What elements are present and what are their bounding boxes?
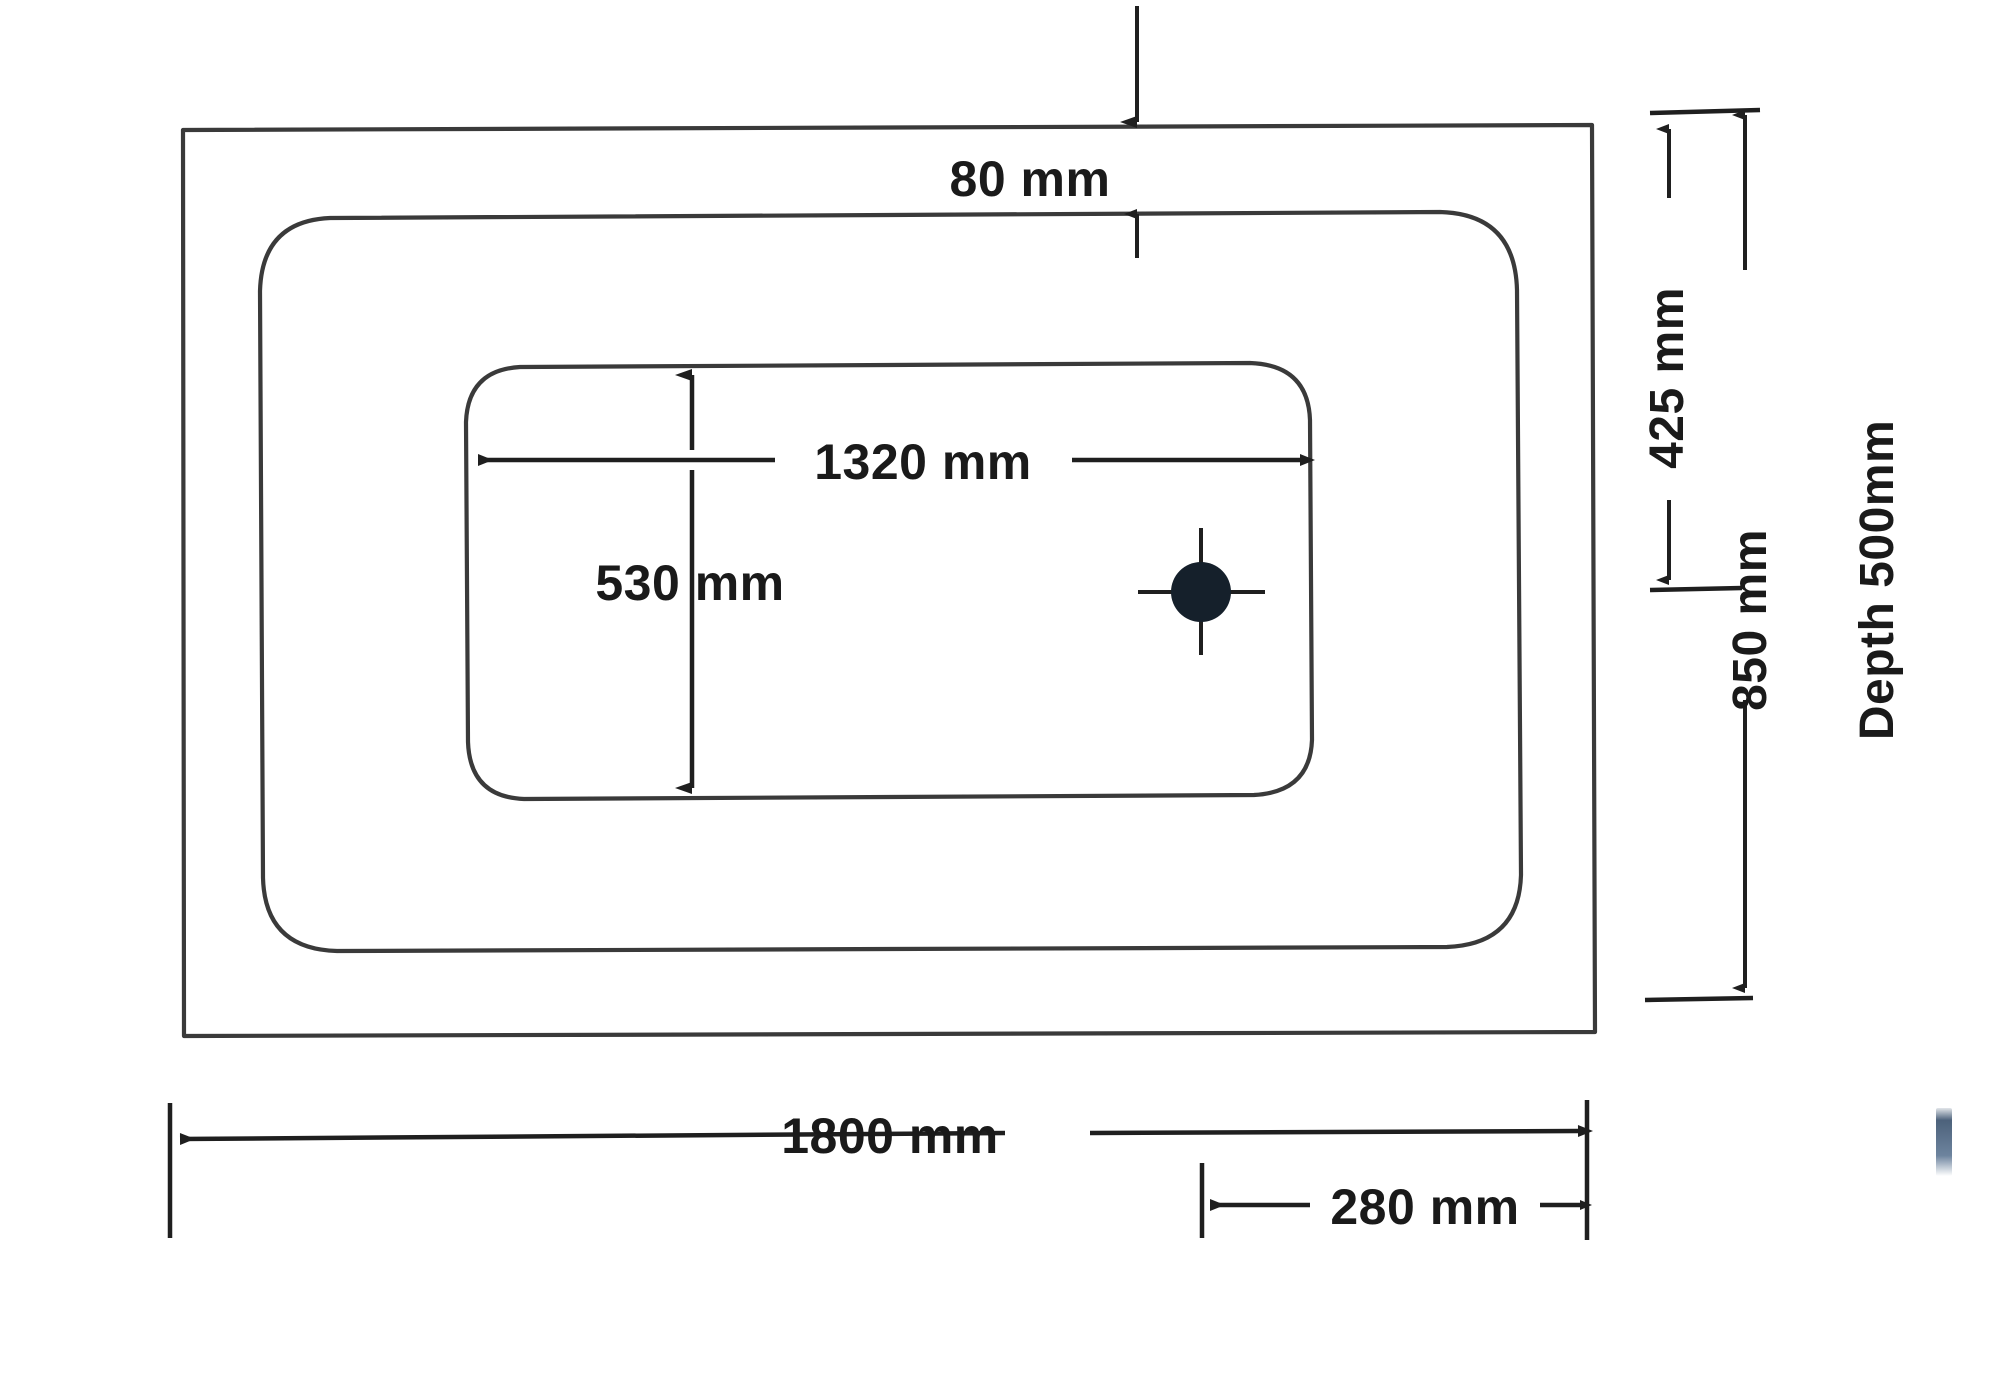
label-inner-width: 530 mm (595, 555, 784, 611)
label-overall-length: 1800 mm (781, 1108, 999, 1164)
dimension-drain-offset: 280 mm (1199, 1163, 1592, 1238)
label-inner-length: 1320 mm (814, 434, 1032, 490)
label-overall-width: 850 mm (1724, 529, 1777, 711)
label-drain-offset: 280 mm (1330, 1179, 1519, 1235)
inner-rim-rounded-rectangle (257, 209, 1524, 954)
drain-hole (1138, 528, 1265, 655)
label-depth: Depth 500mm (1851, 420, 1904, 740)
bowl-rounded-rectangle (463, 360, 1315, 802)
dimension-half-width: 425 mm (1641, 107, 1761, 593)
dimension-rim-width: 80 mm (950, 6, 1139, 258)
dimension-overall-width: 850 mm (1644, 110, 1777, 1003)
scan-artifact (1936, 1108, 1952, 1176)
label-depth-group: Depth 500mm (1851, 420, 1904, 740)
dimension-inner-width: 530 mm (595, 369, 784, 794)
dimension-overall-length: 1800 mm (167, 1100, 1593, 1240)
dimension-inner-length: 1320 mm (478, 434, 1315, 490)
outer-rim-rectangle (180, 122, 1598, 1039)
label-rim-width: 80 mm (950, 151, 1111, 207)
label-half-width: 425 mm (1641, 287, 1694, 469)
